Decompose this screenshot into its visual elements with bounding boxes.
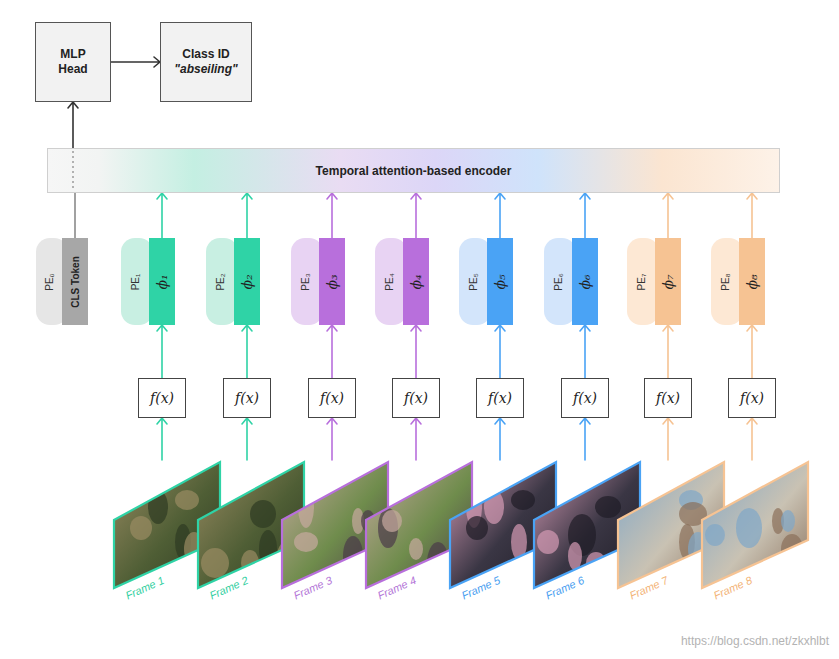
encoder-function-box: f(x) (728, 378, 776, 418)
embedding-symbol: ϕ₂ (239, 274, 255, 289)
flow-arrow (74, 193, 76, 238)
flow-arrow (157, 193, 167, 238)
function-label: f(x) (404, 390, 428, 406)
dotted-passthrough (72, 151, 74, 190)
function-label: f(x) (320, 390, 344, 406)
video-frame: Frame 8 (700, 460, 812, 620)
function-label: f(x) (656, 390, 680, 406)
flow-arrow (411, 418, 421, 460)
encoder-function-box: f(x) (392, 378, 440, 418)
frame-embedding: ϕ₂ (234, 238, 260, 325)
flow-arrow (157, 418, 167, 460)
frame-embedding: ϕ₆ (572, 238, 598, 325)
box-label: MLP Head (48, 47, 98, 77)
encoder-function-box: f(x) (476, 378, 524, 418)
watermark: https://blog.csdn.net/zkxhlbt (681, 634, 829, 648)
embedding-label: PE₀ (44, 273, 55, 291)
mlp-head-box: MLP Head (35, 22, 111, 102)
flow-arrow (495, 418, 505, 460)
frame-embedding: ϕ₄ (403, 238, 429, 325)
class-id-box: Class ID"abseiling" (160, 22, 252, 102)
flow-arrow (747, 325, 757, 378)
embedding-label: PE₃ (300, 273, 311, 290)
embedding-label: PE₂ (215, 273, 226, 290)
flow-arrow (242, 193, 252, 238)
frame-embedding: ϕ₃ (319, 238, 345, 325)
embedding-label: PE₅ (468, 273, 479, 290)
embedding-label: PE₇ (636, 273, 647, 290)
flow-arrow (411, 193, 421, 238)
encoder-function-box: f(x) (561, 378, 609, 418)
embedding-symbol: ϕ₇ (660, 274, 676, 289)
frame-embedding: ϕ₁ (149, 238, 175, 325)
embedding-label: PE₄ (384, 273, 395, 290)
flow-arrow (495, 325, 505, 378)
box-label: "abseiling" (174, 62, 237, 77)
function-label: f(x) (573, 390, 597, 406)
encoder-function-box: f(x) (138, 378, 186, 418)
flow-arrow (242, 325, 252, 378)
embedding-symbol: ϕ₈ (744, 274, 760, 289)
flow-arrow (327, 193, 337, 238)
flow-arrow (111, 57, 160, 67)
flow-arrow (411, 325, 421, 378)
flow-arrow (663, 325, 673, 378)
frame-embedding: ϕ₅ (487, 238, 513, 325)
flow-arrow (580, 325, 590, 378)
flow-arrow (327, 325, 337, 378)
function-label: f(x) (740, 390, 764, 406)
flow-arrow (327, 418, 337, 460)
flow-arrow (495, 193, 505, 238)
flow-arrow (68, 102, 78, 148)
flow-arrow (663, 418, 673, 460)
encoder-function-box: f(x) (308, 378, 356, 418)
embedding-symbol: ϕ₁ (154, 274, 170, 289)
flow-arrow (242, 418, 252, 460)
embedding-symbol: ϕ₅ (492, 274, 508, 289)
function-label: f(x) (488, 390, 512, 406)
cls-token: CLS Token (62, 238, 88, 325)
encoder-function-box: f(x) (223, 378, 271, 418)
encoder-band: Temporal attention-based encoder (47, 148, 780, 193)
frame-embedding: ϕ₈ (739, 238, 765, 325)
frame-embedding: ϕ₇ (655, 238, 681, 325)
flow-arrow (580, 418, 590, 460)
token-label: CLS Token (70, 256, 81, 307)
encoder-label: Temporal attention-based encoder (316, 164, 512, 178)
flow-arrow (747, 193, 757, 238)
flow-arrow (157, 325, 167, 378)
embedding-symbol: ϕ₄ (408, 274, 424, 289)
flow-arrow (747, 418, 757, 460)
embedding-symbol: ϕ₆ (577, 274, 593, 289)
flow-arrow (663, 193, 673, 238)
embedding-label: PE₁ (130, 273, 141, 290)
encoder-function-box: f(x) (644, 378, 692, 418)
embedding-label: PE₈ (720, 273, 731, 291)
function-label: f(x) (150, 390, 174, 406)
embedding-label: PE₆ (553, 273, 564, 290)
function-label: f(x) (235, 390, 259, 406)
embedding-symbol: ϕ₃ (324, 274, 340, 289)
box-label: Class ID (182, 47, 229, 62)
flow-arrow (580, 193, 590, 238)
